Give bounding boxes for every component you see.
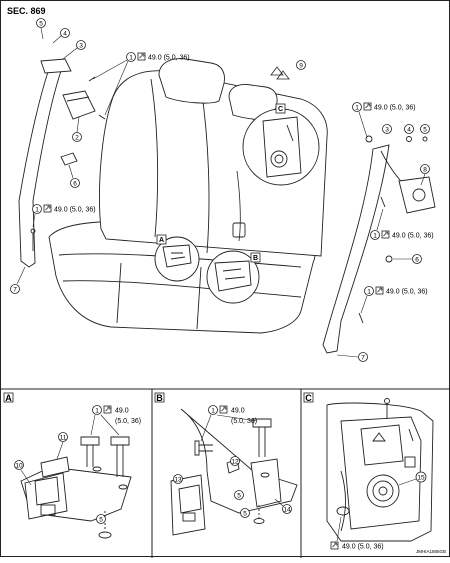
- torque-wrench-icon: [103, 405, 112, 414]
- svg-text:2: 2: [75, 135, 79, 142]
- torque-wrench-icon: [330, 541, 339, 550]
- torque-wrench-icon: [219, 405, 228, 414]
- svg-text:14: 14: [283, 507, 291, 514]
- callout-2-left: 2: [72, 116, 82, 142]
- torque-spec-3: 1 49.0 (5.0, 36): [352, 102, 416, 138]
- rear-seat-illustration: [48, 58, 328, 334]
- svg-text:5: 5: [99, 517, 103, 524]
- svg-text:3: 3: [385, 127, 389, 134]
- torque-wrench-icon: [381, 230, 390, 239]
- svg-text:3: 3: [79, 43, 83, 50]
- svg-text:49.0 (5.0, 36): 49.0 (5.0, 36): [54, 207, 96, 214]
- svg-text:12: 12: [231, 459, 239, 466]
- svg-text:6: 6: [73, 181, 77, 188]
- torque-spec-2: 1 49.0 (5.0, 36): [32, 204, 96, 228]
- svg-text:1: 1: [211, 408, 215, 415]
- svg-text:1: 1: [355, 105, 359, 112]
- svg-text:1: 1: [373, 233, 377, 240]
- svg-text:1: 1: [367, 289, 371, 296]
- svg-text:8: 8: [423, 167, 427, 174]
- callout-7-left: 7: [10, 266, 26, 294]
- svg-text:10: 10: [15, 463, 23, 470]
- svg-text:49.0 (5.0, 36): 49.0 (5.0, 36): [148, 55, 190, 62]
- svg-text:(5.0, 36): (5.0, 36): [115, 418, 141, 425]
- svg-text:49.0: 49.0: [115, 408, 129, 415]
- panel-c: C 15 49.0 (5.0, 36) JMHIA1885GB: [303, 392, 446, 554]
- svg-text:9: 9: [299, 63, 303, 70]
- svg-text:B: B: [156, 393, 163, 403]
- svg-text:5: 5: [243, 511, 247, 518]
- clip-part-9: 9: [270, 60, 306, 80]
- torque-wrench-icon: [375, 286, 384, 295]
- svg-text:A: A: [5, 393, 12, 403]
- panel-b: B 13 12 5 5 14 1 49.0 (5.0: [154, 392, 298, 536]
- svg-text:49.0 (5.0, 36): 49.0 (5.0, 36): [392, 233, 434, 240]
- drawing-code: JMHIA1885GB: [416, 549, 446, 554]
- detail-b-marker: B: [250, 252, 261, 263]
- svg-text:A: A: [159, 237, 164, 244]
- svg-text:13: 13: [174, 477, 182, 484]
- svg-text:49.0: 49.0: [231, 408, 245, 415]
- section-label: SEC. 869: [7, 6, 46, 16]
- torque-wrench-icon: [43, 204, 52, 213]
- svg-text:6: 6: [415, 257, 419, 264]
- svg-text:1: 1: [35, 207, 39, 214]
- left-seat-belt-assembly: [18, 58, 106, 268]
- svg-text:49.0 (5.0, 36): 49.0 (5.0, 36): [386, 289, 428, 296]
- svg-text:49.0 (5.0, 36): 49.0 (5.0, 36): [342, 544, 384, 551]
- right-callouts: 3 4 5 8 6 7: [336, 124, 430, 362]
- svg-text:C: C: [278, 106, 283, 113]
- callout-3-left: 3: [62, 40, 86, 60]
- svg-text:4: 4: [407, 127, 411, 134]
- torque-spec-4: 1 49.0 (5.0, 36): [370, 208, 434, 240]
- torque-wrench-icon: [363, 102, 372, 111]
- detail-c-marker: C: [275, 103, 286, 114]
- svg-text:7: 7: [13, 287, 17, 294]
- svg-text:15: 15: [417, 475, 425, 482]
- callout-4-left: 4: [52, 28, 70, 44]
- detail-b-circle: [206, 250, 260, 304]
- svg-text:C: C: [305, 393, 312, 403]
- callout-6-left: 6: [68, 164, 80, 188]
- detail-a-marker: A: [156, 234, 167, 245]
- svg-text:(5.0, 36): (5.0, 36): [231, 418, 257, 425]
- detail-c-circle: [242, 108, 320, 186]
- svg-text:49.0 (5.0, 36): 49.0 (5.0, 36): [374, 105, 416, 112]
- svg-text:B: B: [253, 255, 258, 262]
- torque-wrench-icon: [137, 52, 146, 61]
- torque-spec-1: 1 49.0 (5.0, 36): [92, 52, 190, 116]
- panel-a: A 10 11 5 1 49.0 (5.0, 36): [3, 392, 141, 539]
- svg-text:4: 4: [63, 31, 67, 38]
- right-seat-belt-assembly: [322, 135, 436, 354]
- svg-text:7: 7: [361, 355, 365, 362]
- svg-text:5: 5: [237, 493, 241, 500]
- detail-a-circle: [154, 236, 200, 282]
- svg-text:1: 1: [95, 408, 99, 415]
- svg-text:1: 1: [129, 55, 133, 62]
- torque-spec-5: 1 49.0 (5.0, 36): [360, 286, 428, 314]
- svg-text:11: 11: [60, 435, 67, 442]
- callout-5-left: 5: [36, 18, 46, 40]
- svg-text:5: 5: [39, 21, 43, 28]
- svg-text:5: 5: [423, 127, 427, 134]
